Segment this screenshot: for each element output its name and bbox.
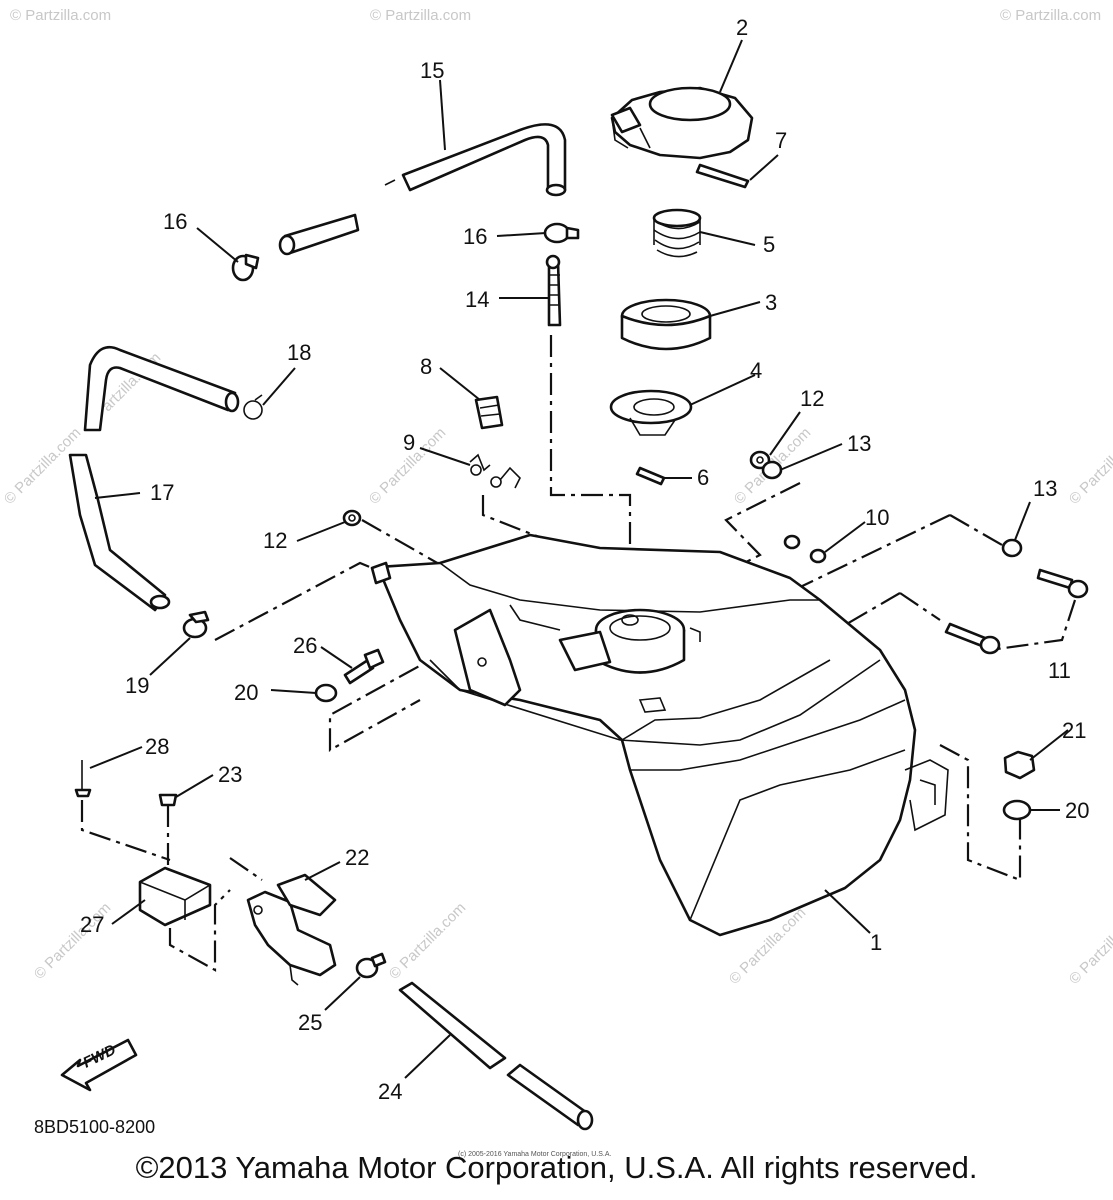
diagram-code: 8BD5100-8200 bbox=[34, 1117, 155, 1137]
hose-clamp bbox=[543, 222, 580, 244]
collar bbox=[1001, 538, 1023, 558]
callout-20: 20 bbox=[1065, 798, 1089, 823]
gasket bbox=[609, 389, 693, 436]
callout-2: 2 bbox=[736, 15, 748, 40]
callout-25: 25 bbox=[298, 1010, 322, 1035]
callout-7: 7 bbox=[775, 128, 787, 153]
rubber-damper bbox=[474, 395, 504, 430]
callout-13: 13 bbox=[847, 431, 871, 456]
collar bbox=[761, 460, 783, 480]
callout-13: 13 bbox=[1033, 476, 1057, 501]
callout-28: 28 bbox=[145, 734, 169, 759]
clip-spring bbox=[469, 453, 521, 489]
callout-5: 5 bbox=[763, 232, 775, 257]
callout-4: 4 bbox=[750, 358, 762, 383]
callout-10: 10 bbox=[865, 505, 889, 530]
callout-12: 12 bbox=[800, 386, 824, 411]
hose-clip bbox=[243, 394, 263, 420]
spring bbox=[652, 208, 702, 258]
washer bbox=[1002, 799, 1032, 821]
callout-19: 19 bbox=[125, 673, 149, 698]
callout-6: 6 bbox=[697, 465, 709, 490]
fuel-cock bbox=[246, 873, 337, 986]
watermark: © Partzilla.com bbox=[386, 899, 469, 982]
small-pin bbox=[635, 466, 666, 486]
fwd-arrow: FWD bbox=[60, 1038, 138, 1092]
hose-clamp bbox=[182, 610, 210, 639]
bolt bbox=[158, 793, 178, 820]
callout-15: 15 bbox=[420, 58, 444, 83]
watermark: © Partzilla.com bbox=[370, 7, 471, 24]
bolt bbox=[944, 622, 1001, 655]
callout-12: 12 bbox=[263, 528, 287, 553]
callout-9: 9 bbox=[403, 430, 415, 455]
fuel-cap bbox=[610, 86, 754, 160]
watermark: © Partzilla.com bbox=[1066, 424, 1113, 507]
bracket bbox=[138, 866, 212, 927]
pin bbox=[695, 163, 750, 189]
rivet bbox=[74, 760, 92, 798]
vent-hose-upper bbox=[278, 123, 567, 256]
small-copyright-notice: (c) 2005-2016 Yamaha Motor Corporation, … bbox=[458, 1151, 611, 1158]
callout-22: 22 bbox=[345, 845, 369, 870]
bolt bbox=[343, 648, 385, 685]
nut bbox=[1003, 750, 1036, 780]
fuel-hose bbox=[398, 981, 594, 1131]
watermark: © Partzilla.com bbox=[10, 7, 111, 24]
leader-lines bbox=[89, 39, 1069, 1079]
vent-pipe bbox=[545, 254, 562, 327]
callout-21: 21 bbox=[1062, 718, 1086, 743]
vent-hose-lower bbox=[68, 345, 240, 612]
callout-16: 16 bbox=[463, 224, 487, 249]
washer bbox=[314, 683, 338, 703]
callout-23: 23 bbox=[218, 762, 242, 787]
callout-17: 17 bbox=[150, 480, 174, 505]
callout-3: 3 bbox=[765, 290, 777, 315]
bolt bbox=[1036, 568, 1089, 599]
callout-18: 18 bbox=[287, 340, 311, 365]
callout-20: 20 bbox=[234, 680, 258, 705]
hose-clamp bbox=[231, 253, 260, 282]
watermark: © Partzilla.com bbox=[1000, 7, 1101, 24]
callout-14: 14 bbox=[465, 287, 489, 312]
callout-16: 16 bbox=[163, 209, 187, 234]
callout-24: 24 bbox=[378, 1079, 402, 1104]
callout-8: 8 bbox=[420, 354, 432, 379]
watermark: © Partzilla.com bbox=[1066, 904, 1113, 987]
grommet bbox=[342, 509, 362, 527]
callout-11: 11 bbox=[1048, 658, 1071, 683]
callout-1: 1 bbox=[870, 930, 882, 955]
copyright-footer: ©2013 Yamaha Motor Corporation, U.S.A. A… bbox=[135, 1150, 978, 1185]
filler-ring bbox=[620, 298, 712, 351]
callout-26: 26 bbox=[293, 633, 317, 658]
fuel-tank bbox=[370, 533, 949, 937]
hose-clamp bbox=[355, 952, 387, 979]
callout-27: 27 bbox=[80, 912, 104, 937]
callout-numbers: 1 2 3 4 5 6 7 8 9 10 11 12 12 13 13 14 1… bbox=[80, 15, 1089, 1104]
spring-clip bbox=[783, 534, 827, 564]
